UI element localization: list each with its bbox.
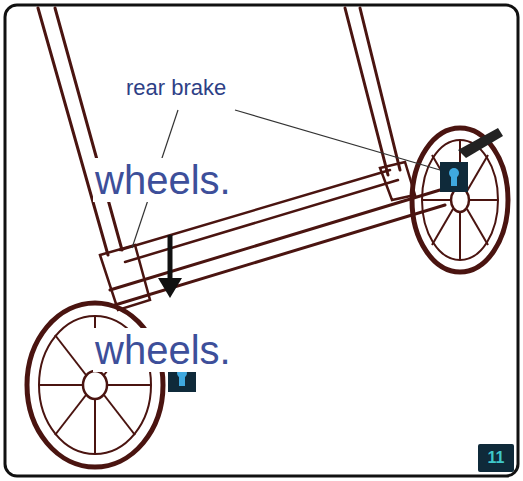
- part-label: rear brake: [124, 76, 228, 100]
- wheel-label: wheels.: [93, 328, 233, 372]
- stroller-frame: [38, 8, 445, 310]
- wheel-label: wheels.: [93, 158, 233, 202]
- page-number: 11: [488, 449, 505, 467]
- brake-pedal: [458, 128, 503, 158]
- down-arrow: [158, 235, 182, 298]
- right-wheel: [412, 128, 508, 272]
- lock-icon: [440, 162, 468, 192]
- frame-border: [5, 5, 518, 476]
- page-number-badge: 11: [478, 444, 514, 472]
